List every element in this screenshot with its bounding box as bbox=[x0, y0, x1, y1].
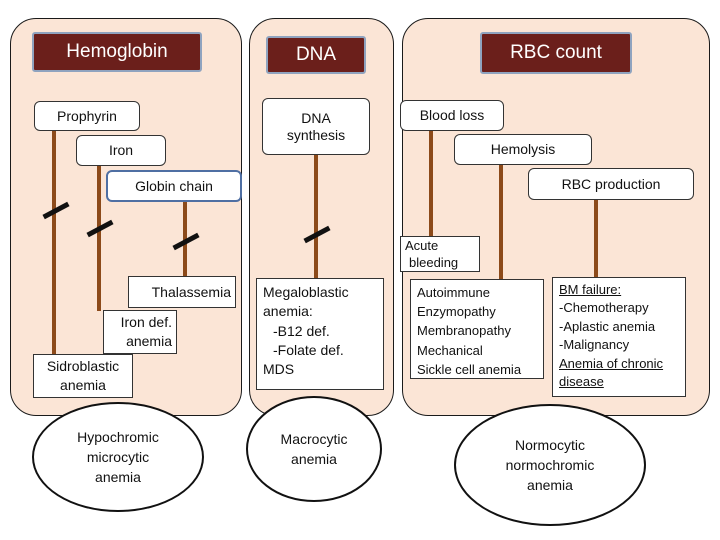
normocytic-normochromic-ellipse: Normocytic normochromic anemia bbox=[454, 404, 646, 526]
iron-def-line-2: anemia bbox=[126, 332, 172, 349]
iron-def-line-1: Iron def. bbox=[120, 314, 172, 330]
hypochromic-microcytic-ellipse: Hypochromic microcytic anemia bbox=[32, 402, 204, 512]
blood-loss-line bbox=[429, 128, 433, 236]
acute-bleeding-label: Acute bleeding bbox=[400, 236, 480, 272]
prophyrin-line bbox=[52, 128, 56, 363]
dna-synthesis-box: DNA synthesis bbox=[262, 98, 370, 155]
normocytic-line-2: normochromic bbox=[505, 456, 595, 473]
macrocytic-line-1: Macrocytic bbox=[280, 430, 348, 447]
bm-failure-item-3: -Malignancy bbox=[559, 337, 630, 353]
hypochromic-line-1: Hypochromic bbox=[77, 428, 159, 445]
bm-failure-item-2: -Aplastic anemia bbox=[559, 318, 656, 334]
hemolytic-causes-label: Autoimmune Enzymopathy Membranopathy Mec… bbox=[410, 279, 544, 379]
hemolytic-cause-1: Autoimmune bbox=[417, 285, 490, 300]
hemolytic-cause-2: Enzymopathy bbox=[417, 304, 496, 320]
megaloblastic-line-2: anemia: bbox=[263, 303, 313, 320]
bm-failure-item-4: Anemia of chronic bbox=[559, 355, 664, 371]
megaloblastic-line-5: MDS bbox=[263, 361, 295, 378]
normocytic-line-1: Normocytic bbox=[514, 436, 585, 453]
megaloblastic-line-4: -Folate def. bbox=[273, 341, 344, 358]
sidroblastic-anemia-label: Sidroblastic anemia bbox=[33, 354, 133, 398]
megaloblastic-anemia-label: Megaloblastic anemia: -B12 def. -Folate … bbox=[256, 278, 384, 390]
bm-failure-item-5: disease bbox=[559, 374, 604, 390]
rbc-production-box: RBC production bbox=[528, 168, 694, 200]
hemolysis-line bbox=[499, 163, 503, 281]
dna-synthesis-line-2: synthesis bbox=[286, 126, 346, 143]
megaloblastic-line-3: -B12 def. bbox=[273, 322, 330, 339]
bm-failure-item-1: -Chemotherapy bbox=[559, 300, 649, 316]
iron-def-anemia-label: Iron def. anemia bbox=[103, 310, 177, 354]
thalassemia-label: Thalassemia bbox=[128, 276, 236, 308]
macrocytic-line-2: anemia bbox=[291, 451, 337, 467]
prophyrin-box: Prophyrin bbox=[34, 101, 140, 131]
hemolytic-cause-3: Membranopathy bbox=[417, 323, 511, 339]
iron-box: Iron bbox=[76, 135, 166, 166]
iron-line bbox=[97, 166, 101, 311]
hypochromic-line-2: microcytic bbox=[86, 448, 150, 465]
dna-synthesis-line bbox=[314, 155, 318, 280]
acute-bleeding-line-2: bleeding bbox=[409, 254, 459, 270]
normocytic-line-3: anemia bbox=[527, 477, 573, 494]
blood-loss-box: Blood loss bbox=[400, 100, 504, 131]
hemolytic-cause-5: Sickle cell anemia bbox=[417, 361, 522, 377]
sidroblastic-line-2: anemia bbox=[60, 376, 106, 393]
hemoglobin-header: Hemoglobin bbox=[32, 32, 202, 72]
hemolysis-box: Hemolysis bbox=[454, 134, 592, 165]
rbc-production-line bbox=[594, 200, 598, 280]
hemolytic-cause-4: Mechanical bbox=[417, 342, 483, 358]
globin-chain-box: Globin chain bbox=[106, 170, 242, 202]
dna-synthesis-line-1: DNA bbox=[301, 109, 331, 126]
acute-bleeding-line-1: Acute bbox=[405, 238, 439, 253]
macrocytic-ellipse: Macrocytic anemia bbox=[246, 396, 382, 502]
dna-header: DNA bbox=[266, 36, 366, 74]
bm-failure-heading: BM failure: bbox=[559, 282, 622, 297]
bm-failure-label: BM failure: -Chemotherapy -Aplastic anem… bbox=[552, 277, 686, 397]
rbc-count-header: RBC count bbox=[480, 32, 632, 74]
megaloblastic-line-1: Megaloblastic bbox=[263, 284, 349, 300]
sidroblastic-line-1: Sidroblastic bbox=[46, 358, 120, 374]
hypochromic-line-3: anemia bbox=[95, 469, 141, 486]
